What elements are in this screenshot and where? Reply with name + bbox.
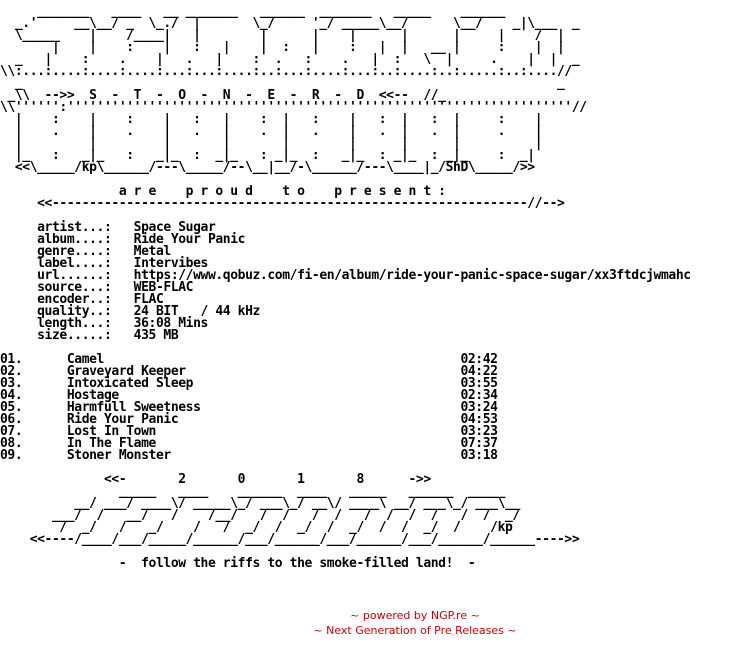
footer-powered-by: ~ powered by NGP.re ~	[350, 609, 480, 622]
nfo-line: | | : | : | | : | : | | __ | : | |	[0, 40, 565, 55]
nfo-line: 07. Lost In Town 03:23	[0, 424, 498, 439]
nfo-line: 08. In The Flame 07:37	[0, 436, 498, 451]
nfo-line: url......: https://www.qobuz.com/fi-en/a…	[0, 268, 691, 283]
nfo-line: a r e p r o u d t o p r e s e n t :	[0, 184, 446, 199]
nfo-line: - follow the riffs to the smoke-filled l…	[0, 556, 476, 571]
nfo-line: | . | . | . | . | . | . | . | . |	[0, 124, 543, 139]
nfo-line: <<----/____/___/_____/______/___/______/…	[0, 532, 580, 547]
nfo-line: <<--------------------------------------…	[0, 196, 565, 211]
nfo-line: 01. Camel 02:42	[0, 352, 498, 367]
nfo-line: 06. Ride Your Panic 04:53	[0, 412, 498, 427]
nfo-line: \_____ | /____| | | | | | | | / |	[0, 28, 565, 43]
nfo-line: 02. Graveyard Keeper 04:22	[0, 364, 498, 379]
nfo-line: _______ ____ __ _______ ______ _______ _…	[0, 4, 506, 19]
nfo-line: quality..: 24 BIT / 44 kHz	[0, 304, 260, 319]
nfo-line: __/ ___/ ____\/ _____\_/ ___\_/ __\/ ___…	[0, 496, 520, 511]
nfo-line: ___/ / __/ / /__/ / / / / / / / / / / _/	[0, 508, 520, 523]
nfo-text: _______ ____ __ _______ ______ _______ _…	[0, 4, 691, 571]
nfo-line: _ | : . | . | : . : . | : \ | . | | _	[0, 52, 580, 67]
nfo-line: <<- 2 0 1 8 ->>	[0, 472, 431, 487]
nfo-line: label....: Intervibes	[0, 256, 208, 271]
nfo-line: 04. Hostage 02:34	[0, 388, 498, 403]
nfo-line: album....: Ride Your Panic	[0, 232, 246, 247]
nfo-line: 05. Harmfull Sweetness 03:24	[0, 400, 498, 415]
nfo-line: size.....: 435 MB	[0, 328, 179, 343]
nfo-line: encoder..: FLAC	[0, 292, 164, 307]
nfo-line: _____ ____ ______ ____ _____ ______ ____…	[0, 484, 506, 499]
nfo-line: <<\_____/kp\______/---\_____/--\__|__/-\…	[0, 160, 535, 175]
nfo-line: artist...: Space Sugar	[0, 220, 216, 235]
nfo-line: \\:...:....:....:....:...:...:....:..:..…	[0, 64, 572, 79]
nfo-line: source...: WEB-FLAC	[0, 280, 194, 295]
nfo-line: _ _	[0, 76, 565, 91]
nfo-line: 03. Intoxicated Sleep 03:55	[0, 376, 498, 391]
nfo-line: \\'''''':'''''''''''''''''''''''''''''''…	[0, 100, 587, 115]
nfo-line: genre....: Metal	[0, 244, 171, 259]
nfo-line: _\\ -->> S - T - O - N - E - R - D <<-- …	[0, 88, 446, 103]
footer-tagline: ~ Next Generation of Pre Releases ~	[313, 624, 517, 637]
nfo-line: |_ : _|_ : _|_ : _|_ : _|_ : _|_ : _|_ :…	[0, 148, 535, 163]
nfo-line: | : | : | : | : | : | : | : | : |	[0, 112, 543, 127]
nfo-line: _.' __\__/ _ \_./ | \_/ '_/ _____\__/ \_…	[0, 16, 580, 31]
nfo-line: / _/ / _/ / / _/ / _/ / _/ / / _/ / /kp	[0, 520, 513, 535]
nfo-line: length...: 36:08 Mins	[0, 316, 208, 331]
nfo-line: | | | | | | | | |	[0, 136, 543, 151]
nfo-line: 09. Stoner Monster 03:18	[0, 448, 498, 463]
